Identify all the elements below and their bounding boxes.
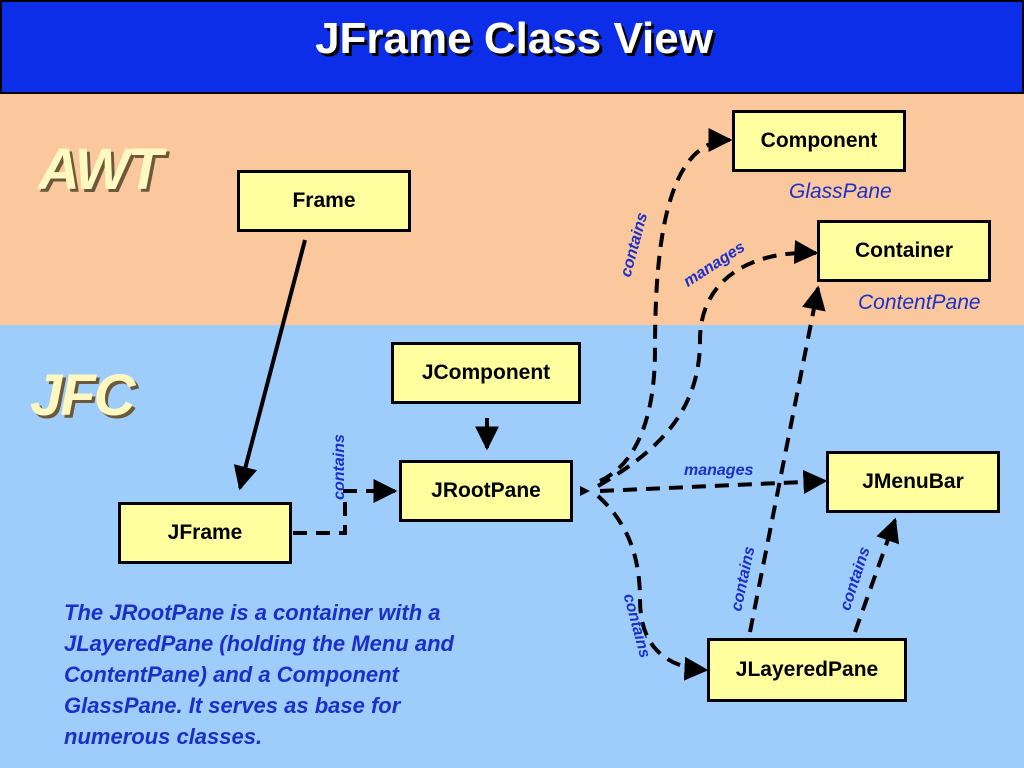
jlayeredpane-to-container-arrow xyxy=(748,285,826,633)
jframe-to-jrootpane-arrow xyxy=(293,479,398,535)
frame-to-jframe-arrow xyxy=(233,239,307,491)
jmenubar-box: JMenuBar xyxy=(826,451,1000,513)
jrootpane-to-component-arrow xyxy=(599,128,733,483)
jlayeredpane-to-jmenubar-arrow xyxy=(853,517,900,633)
jrootpane-to-jlayeredpane-arrow xyxy=(596,494,709,681)
awt-section-label: AWT xyxy=(38,137,163,202)
jrootpane-to-jmenubar-arrow xyxy=(599,469,828,494)
contains-jrootpane-label: contains xyxy=(330,434,348,500)
glasspane-label: GlassPane xyxy=(789,180,892,203)
manages-jmenubar-label: manages xyxy=(684,462,754,479)
page-title: JFrame Class View xyxy=(315,14,713,63)
jcomponent-box: JComponent xyxy=(391,342,581,404)
title-bar: JFrame Class View xyxy=(0,0,1024,94)
jfc-section-label: JFC xyxy=(30,363,136,428)
component-box: Component xyxy=(732,110,906,172)
jframe-box: JFrame xyxy=(118,502,292,564)
jrootpane-box: JRootPane xyxy=(399,460,573,522)
contentpane-label: ContentPane xyxy=(858,291,981,314)
container-box: Container xyxy=(817,220,991,282)
jlayeredpane-box: JLayeredPane xyxy=(707,638,907,702)
description-text: The JRootPane is a container with a JLay… xyxy=(64,600,454,749)
frame-box: Frame xyxy=(237,170,411,232)
jrootpane-to-container-arrow xyxy=(596,240,819,488)
